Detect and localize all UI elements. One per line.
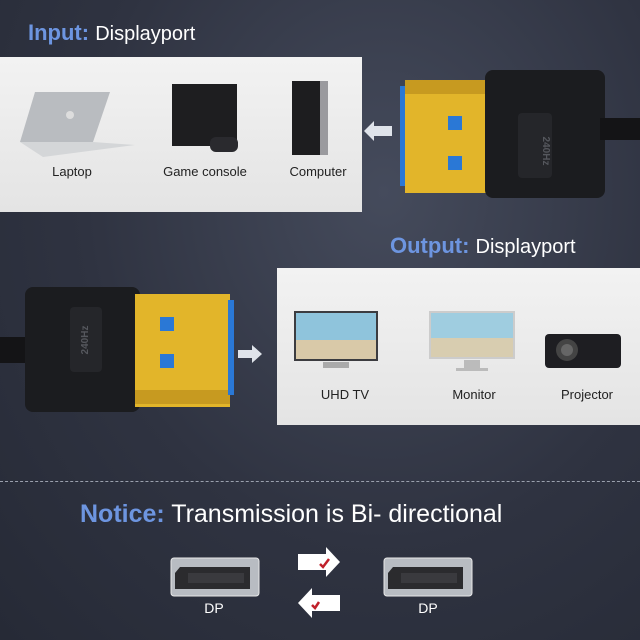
computer-tower-icon	[292, 81, 328, 155]
laptop-icon	[20, 92, 135, 157]
output-title: Output: Displayport	[390, 233, 576, 258]
connector-label-input: 240Hz	[540, 136, 551, 166]
monitor-icon	[429, 311, 515, 371]
device-label-computer: Computer	[289, 164, 347, 179]
dp-port-icon-right	[383, 557, 473, 597]
game-console-icon	[172, 84, 238, 152]
input-devices-panel: Laptop Game console Computer	[0, 57, 362, 212]
notice-text: Notice: Transmission is Bi- directional	[80, 500, 503, 528]
arrow-left-check-icon	[298, 588, 340, 618]
device-label-game-console: Game console	[163, 164, 247, 179]
input-title: Input: Displayport	[28, 20, 196, 45]
projector-icon	[545, 334, 621, 368]
displayport-connector-output	[0, 287, 234, 412]
arrow-right-check-icon	[298, 547, 340, 577]
device-label-monitor: Monitor	[452, 387, 496, 402]
dp-port-icon-left	[170, 557, 260, 597]
dp-label-left: DP	[204, 600, 224, 616]
device-label-uhd-tv: UHD TV	[320, 387, 370, 402]
arrow-left-icon	[364, 121, 392, 141]
tv-icon	[294, 311, 378, 368]
device-label-laptop: Laptop	[52, 164, 92, 179]
displayport-connector-input	[400, 70, 640, 198]
section-divider	[0, 481, 640, 482]
connector-label-output: 240Hz	[80, 325, 91, 355]
device-label-projector: Projector	[560, 387, 614, 402]
arrow-right-icon	[238, 345, 262, 363]
dp-label-right: DP	[418, 600, 438, 616]
output-devices-panel: UHD TV Monitor Projector	[277, 268, 640, 425]
